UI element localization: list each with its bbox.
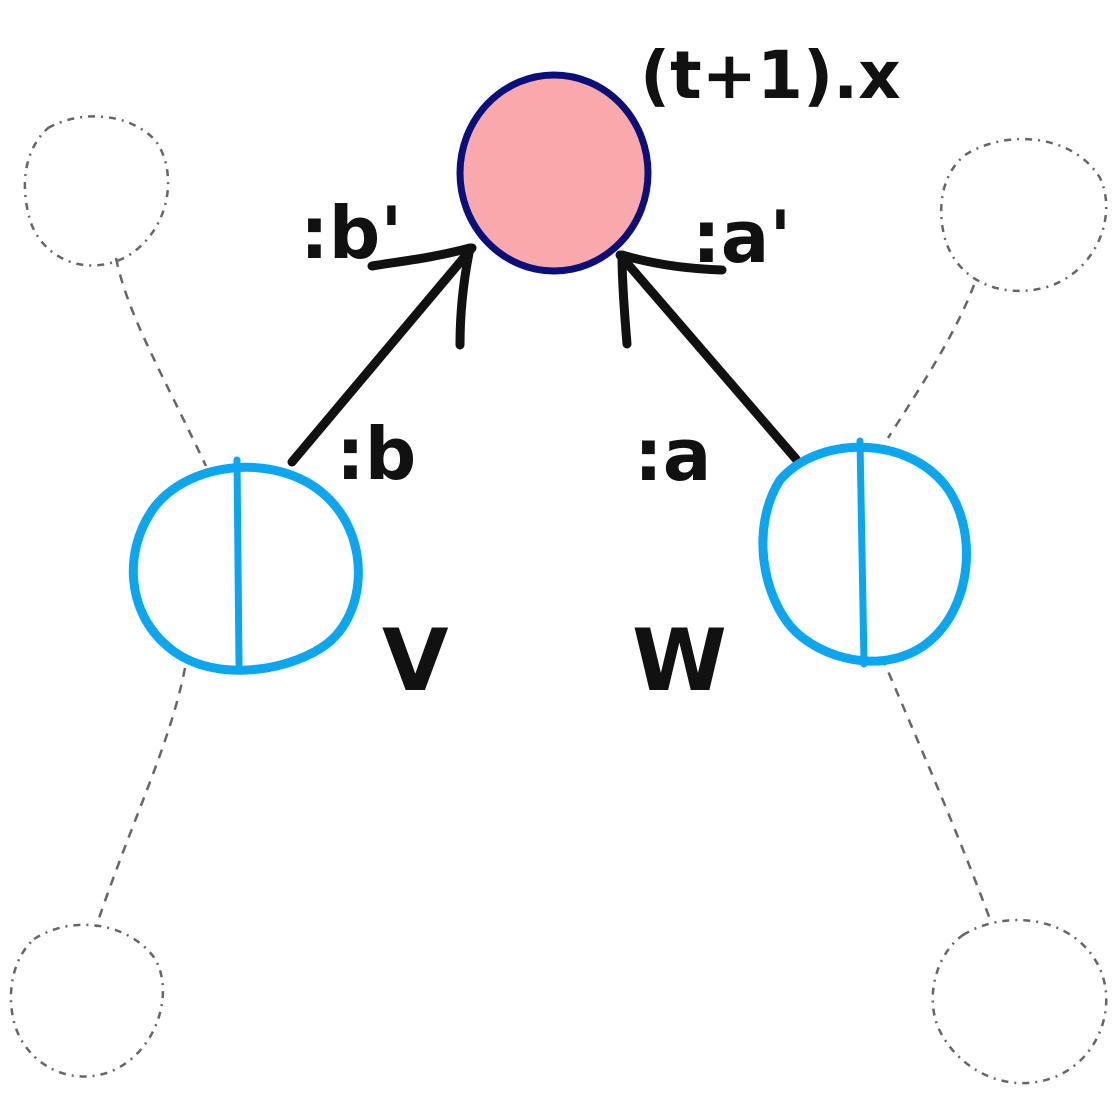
top-node-circle <box>456 71 652 275</box>
left-arrow-label: :b' <box>300 191 402 275</box>
left-port-label: :b <box>336 412 416 496</box>
left-arrow-head <box>367 243 475 350</box>
connector-arrows <box>287 243 801 467</box>
left-agent-divider <box>233 456 243 668</box>
ghost-network <box>9 115 1108 1085</box>
right-agent-divider <box>856 437 868 668</box>
top-node <box>456 71 652 275</box>
ghost-node-top-right <box>940 137 1108 293</box>
top-node-label: (t+1).x <box>640 37 901 114</box>
ghost-link-bottom-right <box>880 656 993 923</box>
right-node-label: W <box>632 611 727 711</box>
right-port-label: :a <box>634 413 711 497</box>
right-arrow-label: :a' <box>692 195 791 279</box>
left-agent-node <box>128 456 363 675</box>
ghost-link-top-left <box>114 257 208 467</box>
right-agent-node <box>758 437 971 668</box>
ghost-link-bottom-left <box>94 667 187 928</box>
ghost-link-top-right <box>886 284 976 439</box>
ghost-node-bottom-right <box>931 918 1108 1085</box>
ghost-node-top-left <box>23 115 170 267</box>
left-node-label: V <box>382 611 449 711</box>
right-arrow-line <box>615 250 801 464</box>
ghost-node-bottom-left <box>9 923 165 1078</box>
left-arrow-line <box>287 243 477 467</box>
left-agent-circle <box>128 462 363 675</box>
right-arrow-head <box>617 250 727 349</box>
